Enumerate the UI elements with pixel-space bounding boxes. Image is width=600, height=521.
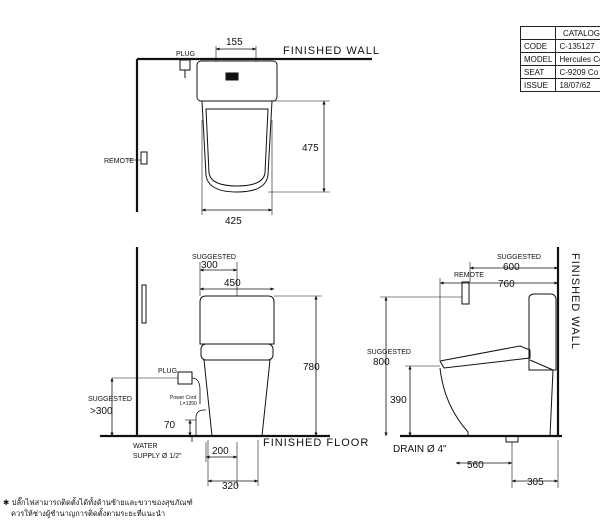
dim-gt300: >300 — [90, 406, 113, 417]
side-suggested-800-label: SUGGESTED — [367, 349, 411, 356]
front-seat — [200, 343, 274, 361]
side-seat — [439, 345, 531, 369]
dim-600: 600 — [503, 262, 520, 273]
tank-top — [196, 60, 278, 102]
note-text-1: ปลั๊กไฟสามารถติดตั้งได้ทั้งด้านซ้ายและขว… — [11, 498, 193, 507]
power-cord-label: Power Cord — [170, 395, 197, 401]
dim-800: 800 — [373, 357, 390, 368]
dim-200: 200 — [212, 446, 229, 457]
front-plug-label: PLUG — [158, 368, 177, 375]
front-view — [100, 247, 330, 486]
note-line-2: ควรให้ช่างผู้ชำนาญการติดตั้งตามระยะที่แน… — [11, 508, 165, 520]
top-wall-label: FINISHED WALL — [283, 45, 380, 57]
side-wall-label: FINISHED WALL — [569, 253, 581, 350]
dim-450: 450 — [224, 278, 241, 289]
side-view — [380, 247, 562, 488]
dim-780: 780 — [303, 362, 320, 373]
dim-425: 425 — [225, 216, 242, 227]
seat-inner — [205, 108, 269, 187]
dim-390: 390 — [390, 395, 407, 406]
front-floor-label: FINISHED FLOOR — [263, 437, 369, 449]
side-remote-label: REMOTE — [454, 272, 484, 279]
water-label-2: SUPPLY Ø 1/2" — [133, 453, 182, 460]
note-symbol: ✱ — [3, 498, 10, 507]
front-bowl — [203, 359, 271, 437]
dim-70: 70 — [164, 420, 176, 431]
water-label-1: WATER — [133, 443, 158, 450]
dim-155: 155 — [226, 37, 243, 48]
catalog-label: ISSUE — [519, 78, 557, 92]
dim-560: 560 — [467, 460, 484, 471]
top-remote — [140, 151, 148, 165]
top-view — [128, 46, 372, 215]
left-suggested-label: SUGGESTED — [88, 396, 132, 403]
front-plug — [177, 371, 193, 385]
side-remote — [461, 281, 470, 305]
dim-320: 320 — [222, 481, 239, 492]
dim-300: 300 — [201, 260, 218, 271]
side-tank — [528, 293, 557, 371]
dim-760: 760 — [498, 279, 515, 290]
top-plug — [179, 59, 191, 71]
catalog-value: 18/07/62 — [555, 78, 600, 92]
seat-outline — [201, 100, 273, 193]
front-suggested-label: SUGGESTED — [192, 254, 236, 261]
top-plug-label: PLUG — [176, 51, 195, 58]
side-suggested-label: SUGGESTED — [497, 254, 541, 261]
dim-305: 305 — [527, 477, 544, 488]
side-bowl — [439, 359, 554, 437]
dim-475: 475 — [302, 143, 319, 154]
top-remote-label: REMOTE — [104, 158, 134, 165]
front-tank — [199, 295, 275, 345]
note-line-1: ✱ ปลั๊กไฟสามารถติดตั้งได้ทั้งด้านซ้ายและ… — [3, 497, 193, 509]
flush-button — [225, 72, 239, 81]
power-cord-length: L=1350 — [180, 401, 197, 407]
note-text-2: ควรให้ช่างผู้ชำนาญการติดตั้งตามระยะที่แน… — [11, 509, 166, 518]
drain-label: DRAIN Ø 4" — [393, 444, 447, 455]
front-remote — [141, 284, 147, 324]
